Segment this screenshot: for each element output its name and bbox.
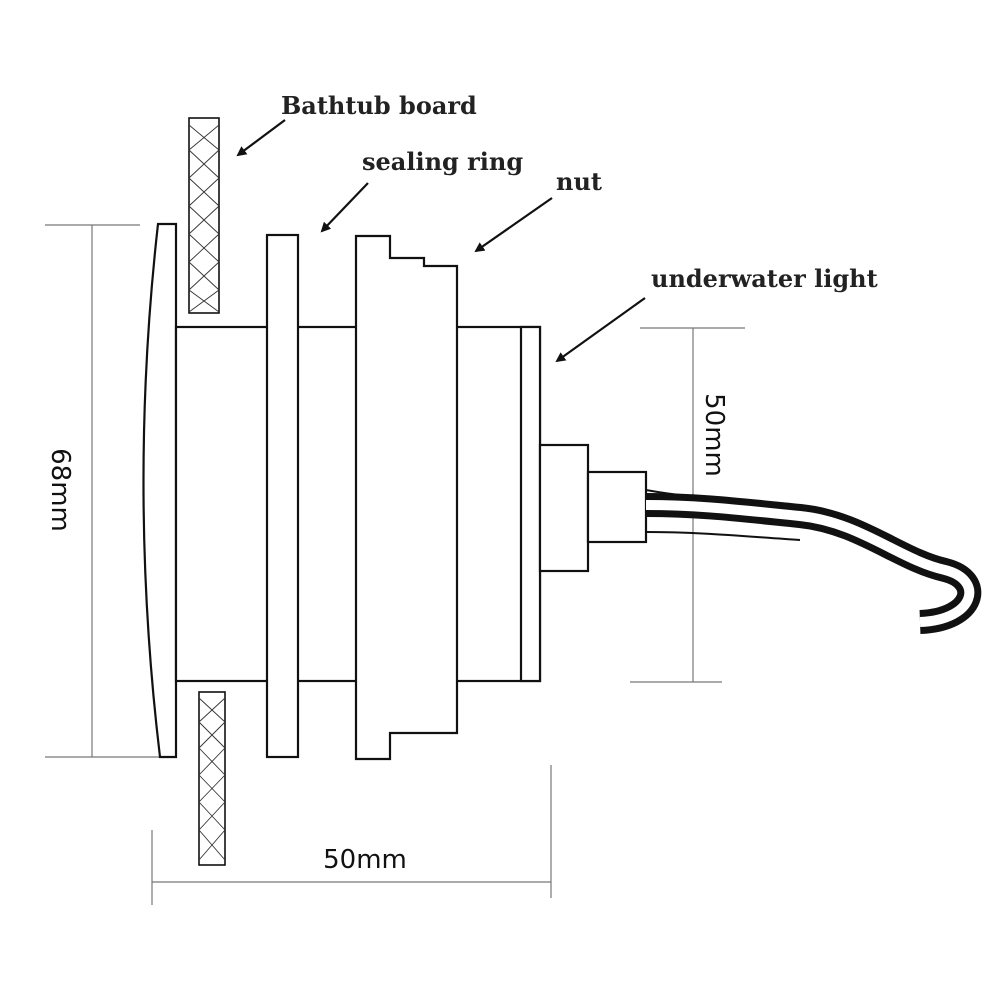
sealing-ring [265, 233, 300, 759]
bathtub-board-lower [198, 691, 226, 866]
nut [354, 234, 459, 761]
dimension-50mm-horizontal-label: 50mm [323, 845, 407, 875]
label-bathtub-board: Bathtub board [281, 91, 477, 120]
bathtub-board-upper [188, 117, 220, 314]
rear-cap [519, 325, 542, 683]
label-underwater-light: underwater light [651, 264, 878, 293]
front-flange [142, 222, 178, 759]
dimension-50mm-horizontal [151, 765, 552, 905]
label-sealing-ring: sealing ring [362, 147, 523, 176]
arrow-bathtub-board [236, 119, 286, 157]
label-nut: nut [556, 167, 602, 196]
arrow-nut [474, 197, 553, 253]
arrow-sealing-ring [320, 182, 369, 233]
dimension-68mm [45, 224, 165, 758]
cable [645, 489, 982, 634]
dimension-68mm-label: 68mm [45, 448, 75, 532]
cable-gland [586, 470, 648, 544]
arrow-underwater-light [555, 297, 646, 363]
dimension-50mm-vertical-label: 50mm [699, 393, 729, 477]
rear-step [538, 443, 590, 573]
